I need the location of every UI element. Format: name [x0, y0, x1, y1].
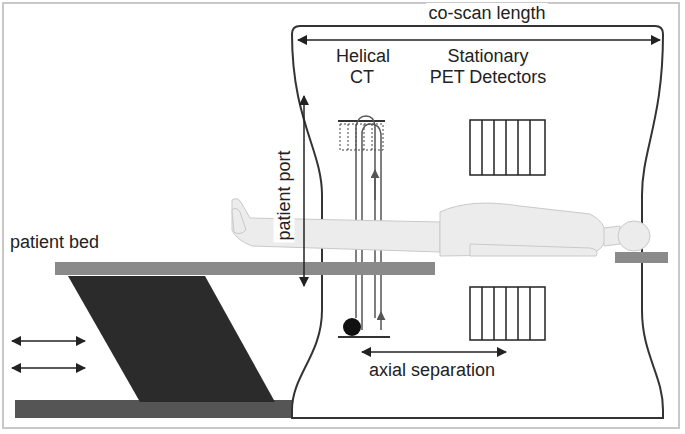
port-arrow	[303, 96, 305, 286]
co-scan-arrow	[298, 39, 660, 41]
source-base	[338, 336, 390, 338]
image-frame	[3, 3, 679, 428]
dimension-label: axial separation	[367, 360, 497, 381]
separation-arrow	[362, 351, 506, 353]
patient-figure	[232, 199, 650, 256]
x-ray-source	[343, 318, 361, 336]
part-label: patient bed	[8, 232, 101, 253]
bed-headrest	[615, 252, 668, 263]
part-label: Helical CT	[334, 46, 390, 88]
bed-motion-arrow	[12, 367, 85, 369]
patient-bed	[55, 262, 435, 275]
dimension-label: co-scan length	[426, 3, 548, 24]
part-label: Stationary PET Detectors	[428, 46, 549, 88]
dimension-label: patient port	[274, 148, 295, 242]
bed-motion-arrow	[12, 340, 85, 342]
bed-base	[68, 276, 275, 402]
